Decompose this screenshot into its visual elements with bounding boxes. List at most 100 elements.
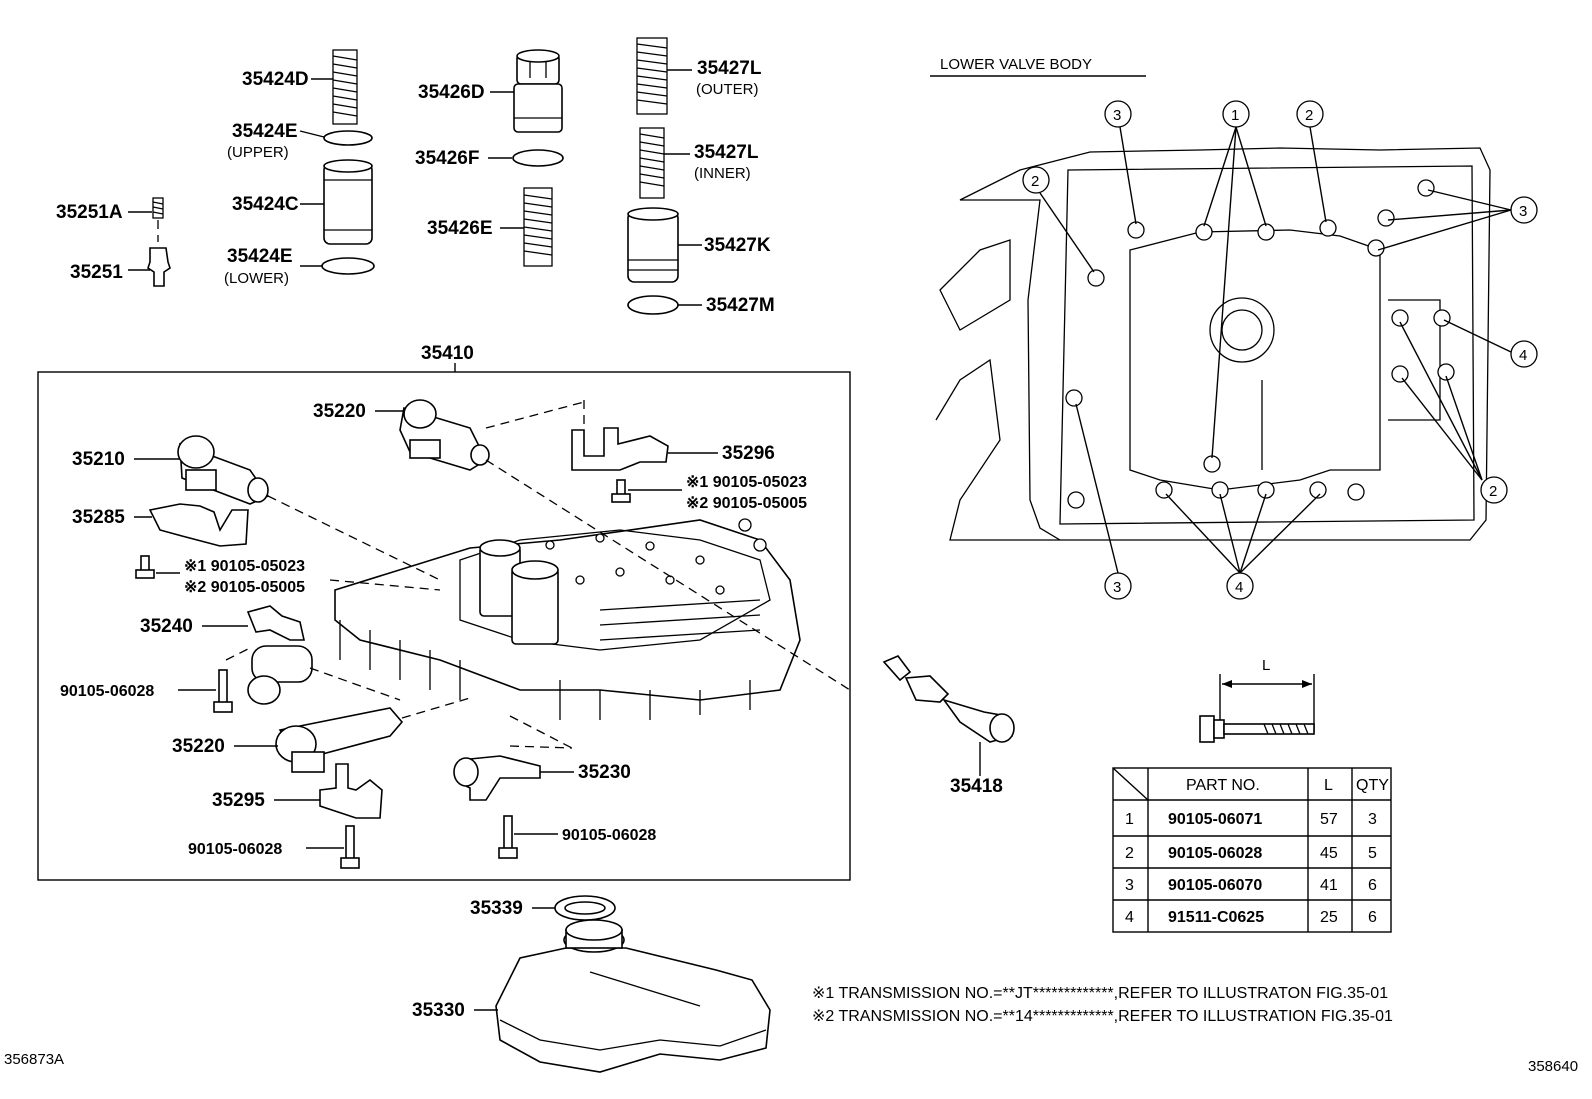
ring-35424e-lower <box>321 257 375 275</box>
label-bolt-c: 90105-06028 <box>60 683 154 700</box>
label-35426e: 35426E <box>427 218 493 239</box>
label-outer: (OUTER) <box>696 81 759 98</box>
table-row-2-qty: 5 <box>1368 845 1377 862</box>
table-row-3-qty: 6 <box>1368 877 1377 894</box>
solenoid-35220-top <box>399 399 490 471</box>
table-row-3-part: 90105-06070 <box>1168 877 1262 894</box>
bolt-c <box>213 669 233 713</box>
label-35240: 35240 <box>140 616 193 637</box>
figure-number-right: 358640 <box>1528 1058 1578 1075</box>
label-bolt-d: 90105-06028 <box>188 841 282 858</box>
label-35424d: 35424D <box>242 69 309 90</box>
figure-number-left: 356873A <box>4 1051 64 1068</box>
seal-35339 <box>554 895 616 921</box>
spring-35426e <box>523 187 553 267</box>
callout-2-left: 2 <box>1022 166 1095 273</box>
label-35295: 35295 <box>212 790 265 811</box>
bolt-b <box>135 555 155 579</box>
label-35427k: 35427K <box>704 235 771 256</box>
bolt-length-dimension: L <box>1199 657 1315 743</box>
table-row-1-qty: 3 <box>1368 811 1377 828</box>
spring-35427l-inner <box>639 127 665 199</box>
spring-35427l-outer <box>636 37 668 115</box>
label-35424e-lower: 35424E <box>227 246 293 267</box>
svg-text:1: 1 <box>1231 107 1239 124</box>
note-1: ※1 TRANSMISSION NO.=**JT*************,RE… <box>812 985 1388 1002</box>
bolt-e <box>498 815 518 859</box>
callout-3-bottom: 3 <box>1075 403 1132 600</box>
svg-text:2: 2 <box>1489 483 1497 500</box>
valve-body-assembly <box>334 518 801 720</box>
table-row-2-idx: 2 <box>1125 845 1134 862</box>
callout-3-right: 3 <box>1377 189 1538 251</box>
label-35220-bottom: 35220 <box>172 736 225 757</box>
bolt-d <box>340 825 360 869</box>
label-35427l-outer: 35427L <box>697 58 762 79</box>
svg-text:2: 2 <box>1305 107 1313 124</box>
callout-2-top: 2 <box>1296 100 1327 223</box>
table-row-3-idx: 3 <box>1125 877 1134 894</box>
ring-35426f <box>512 149 564 167</box>
label-35339: 35339 <box>470 898 523 919</box>
callout-3-top: 3 <box>1104 100 1137 225</box>
svg-text:L: L <box>1262 657 1270 674</box>
label-35424e-upper: 35424E <box>232 121 298 142</box>
bracket-35285 <box>148 503 249 547</box>
bracket-35295 <box>319 763 383 819</box>
table-row-4-part: 91511-C0625 <box>1168 909 1264 926</box>
label-lower: (LOWER) <box>224 270 289 287</box>
bolt-table: PART NO. L QTY 1 90105-06071 57 3 2 9010… <box>1112 767 1392 933</box>
callout-2-right: 2 <box>1399 321 1508 504</box>
label-35251: 35251 <box>70 262 123 283</box>
label-35220-top: 35220 <box>313 401 366 422</box>
table-row-4-qty: 6 <box>1368 909 1377 926</box>
solenoid-35230 <box>453 755 541 801</box>
strainer-35330 <box>495 919 771 1073</box>
svg-text:4: 4 <box>1519 347 1527 364</box>
callout-1-top: 1 <box>1203 100 1267 459</box>
svg-text:3: 3 <box>1113 579 1121 596</box>
spring-35251a <box>152 197 164 242</box>
table-row-1-part: 90105-06071 <box>1168 811 1262 828</box>
bolt-a <box>611 479 631 503</box>
label-35426d: 35426D <box>418 82 485 103</box>
note-2: ※2 TRANSMISSION NO.=**14*************,RE… <box>812 1008 1393 1025</box>
label-35427m: 35427M <box>706 295 775 316</box>
spring-35424d <box>332 49 358 125</box>
label-35418: 35418 <box>950 776 1003 797</box>
label-35427l-inner: 35427L <box>694 142 759 163</box>
table-row-3-l: 41 <box>1320 877 1338 894</box>
ring-35424e-upper <box>323 130 373 146</box>
table-row-4-l: 25 <box>1320 909 1338 926</box>
label-35330: 35330 <box>412 1000 465 1021</box>
label-upper: (UPPER) <box>227 144 289 161</box>
label-35426f: 35426F <box>415 148 479 169</box>
table-row-2-part: 90105-06028 <box>1168 845 1262 862</box>
label-bolt-b1: ※1 90105-05023 <box>184 558 305 575</box>
sleeve-35424c <box>323 159 373 245</box>
table-row-4-idx: 4 <box>1125 909 1134 926</box>
plug-35251 <box>147 247 171 287</box>
label-35210: 35210 <box>72 449 125 470</box>
table-header-part: PART NO. <box>1186 777 1260 794</box>
label-35230: 35230 <box>578 762 631 783</box>
ring-35427m <box>627 295 679 315</box>
table-row-1-idx: 1 <box>1125 811 1134 828</box>
table-header-qty: QTY <box>1356 777 1389 794</box>
solenoid-35220-bottom <box>275 707 404 773</box>
label-bolt-e: 90105-06028 <box>562 827 656 844</box>
plug-35426d <box>513 49 563 133</box>
solenoid-35210 <box>177 435 270 505</box>
label-bolt-b2: ※2 90105-05005 <box>184 579 305 596</box>
table-row-1-l: 57 <box>1320 811 1338 828</box>
svg-text:3: 3 <box>1113 107 1121 124</box>
label-bolt-a2: ※2 90105-05005 <box>686 495 807 512</box>
callout-4-bottom: 4 <box>1165 493 1321 600</box>
label-35285: 35285 <box>72 507 125 528</box>
label-bolt-a1: ※1 90105-05023 <box>686 474 807 491</box>
callout-4-right: 4 <box>1443 319 1538 368</box>
svg-text:4: 4 <box>1235 579 1243 596</box>
bracket-35296 <box>571 427 669 471</box>
label-35424c: 35424C <box>232 194 299 215</box>
